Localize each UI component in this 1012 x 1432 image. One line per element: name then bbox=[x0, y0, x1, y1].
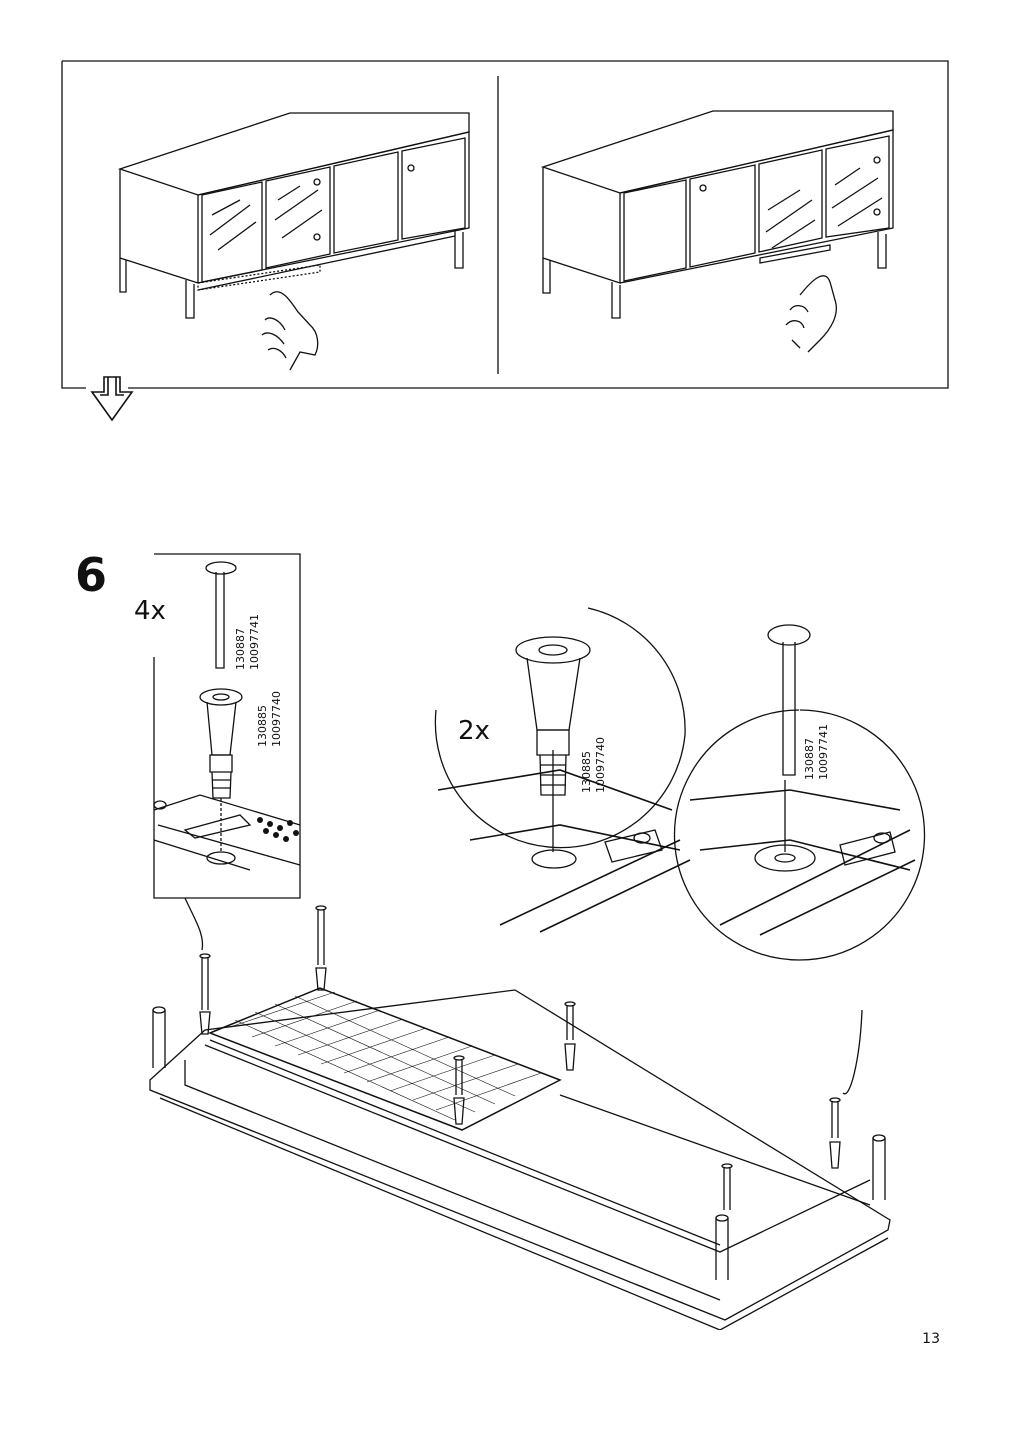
leg-2 bbox=[715, 1218, 729, 1280]
detail-circle-mid bbox=[434, 607, 686, 849]
part-code-right: 130887 bbox=[803, 738, 816, 780]
pins-on-frame bbox=[199, 905, 841, 1210]
next-arrow-icon bbox=[90, 376, 134, 422]
pin-icon bbox=[205, 561, 237, 669]
hand-pointing-left-icon bbox=[261, 291, 319, 371]
top-illustration-panel bbox=[61, 60, 949, 422]
expansion-plug-large-icon bbox=[515, 636, 591, 796]
leg-3 bbox=[872, 1138, 886, 1200]
perforated-panel bbox=[229, 991, 542, 1121]
detail-callout-right bbox=[842, 1009, 863, 1095]
hand-pointing-right-icon bbox=[785, 275, 837, 353]
door-2 bbox=[689, 164, 756, 268]
pin-large-icon bbox=[767, 624, 811, 776]
glass-door-4 bbox=[825, 135, 890, 238]
part-ref-left-2: 10097740 bbox=[270, 691, 283, 747]
leg-1 bbox=[152, 1010, 166, 1068]
panel-frame bbox=[61, 60, 949, 389]
step-6-illustration: 130887 10097741 130885 10097740 130885 1… bbox=[149, 553, 926, 1330]
door-4 bbox=[401, 137, 466, 240]
part-code-left-2: 130885 bbox=[256, 705, 269, 747]
step-number: 6 bbox=[75, 548, 108, 602]
quantity-label-left: 4x bbox=[134, 596, 166, 626]
glass-door-3 bbox=[758, 149, 823, 253]
door-3 bbox=[333, 151, 399, 254]
page-number: 13 bbox=[922, 1331, 940, 1347]
cabinet-left bbox=[117, 112, 470, 319]
part-code-mid: 130885 bbox=[580, 751, 593, 793]
part-ref-mid: 10097740 bbox=[594, 737, 607, 793]
glass-door-2 bbox=[265, 166, 331, 269]
glass-door-1 bbox=[201, 181, 263, 283]
detail-circle-right bbox=[673, 709, 926, 961]
part-ref-right: 10097741 bbox=[817, 724, 830, 780]
detail-callout-left bbox=[184, 897, 204, 951]
detail-box-left bbox=[153, 553, 301, 899]
door-1 bbox=[623, 179, 687, 282]
cabinet-right bbox=[540, 110, 894, 319]
part-code-left-1: 130887 bbox=[234, 628, 247, 670]
quantity-label-mid: 2x bbox=[458, 716, 490, 746]
part-ref-left-1: 10097741 bbox=[248, 614, 261, 670]
expansion-plug-icon bbox=[199, 688, 243, 799]
base-frame bbox=[149, 987, 891, 1330]
